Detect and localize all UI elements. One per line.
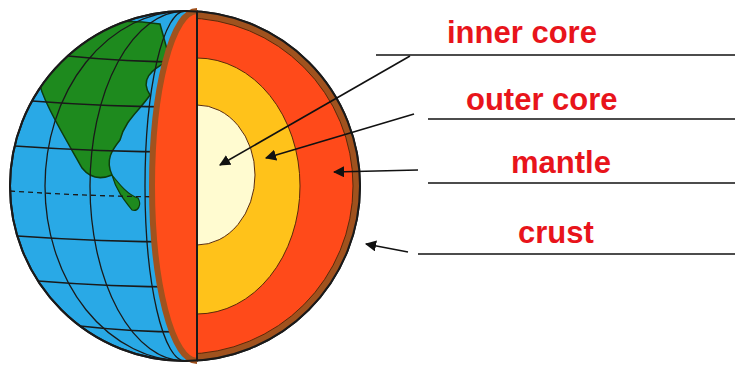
leader-line — [266, 114, 414, 158]
cut-face-right — [197, 11, 360, 361]
central-america — [112, 175, 140, 210]
cut-line — [196, 11, 198, 361]
leader-line — [366, 244, 408, 252]
crust-rim — [152, 11, 197, 361]
answer-line — [376, 54, 735, 56]
layer-label: crust — [518, 216, 594, 250]
layer-label: inner core — [447, 16, 597, 50]
globe-outline — [10, 11, 360, 361]
outer-core-layer — [197, 58, 300, 314]
layer-label: mantle — [511, 146, 611, 180]
inner-core-layer — [197, 105, 255, 245]
answer-line — [428, 118, 735, 120]
globe-grid — [10, 11, 360, 361]
crust-layer — [197, 11, 360, 361]
layer-label: outer core — [466, 83, 618, 117]
answer-line — [418, 253, 735, 255]
mantle-layer — [197, 18, 353, 354]
leader-line — [334, 170, 418, 172]
leader-line — [220, 56, 410, 165]
cut-face-left — [152, 11, 197, 361]
answer-line — [428, 182, 735, 184]
globe-ocean — [10, 11, 360, 361]
